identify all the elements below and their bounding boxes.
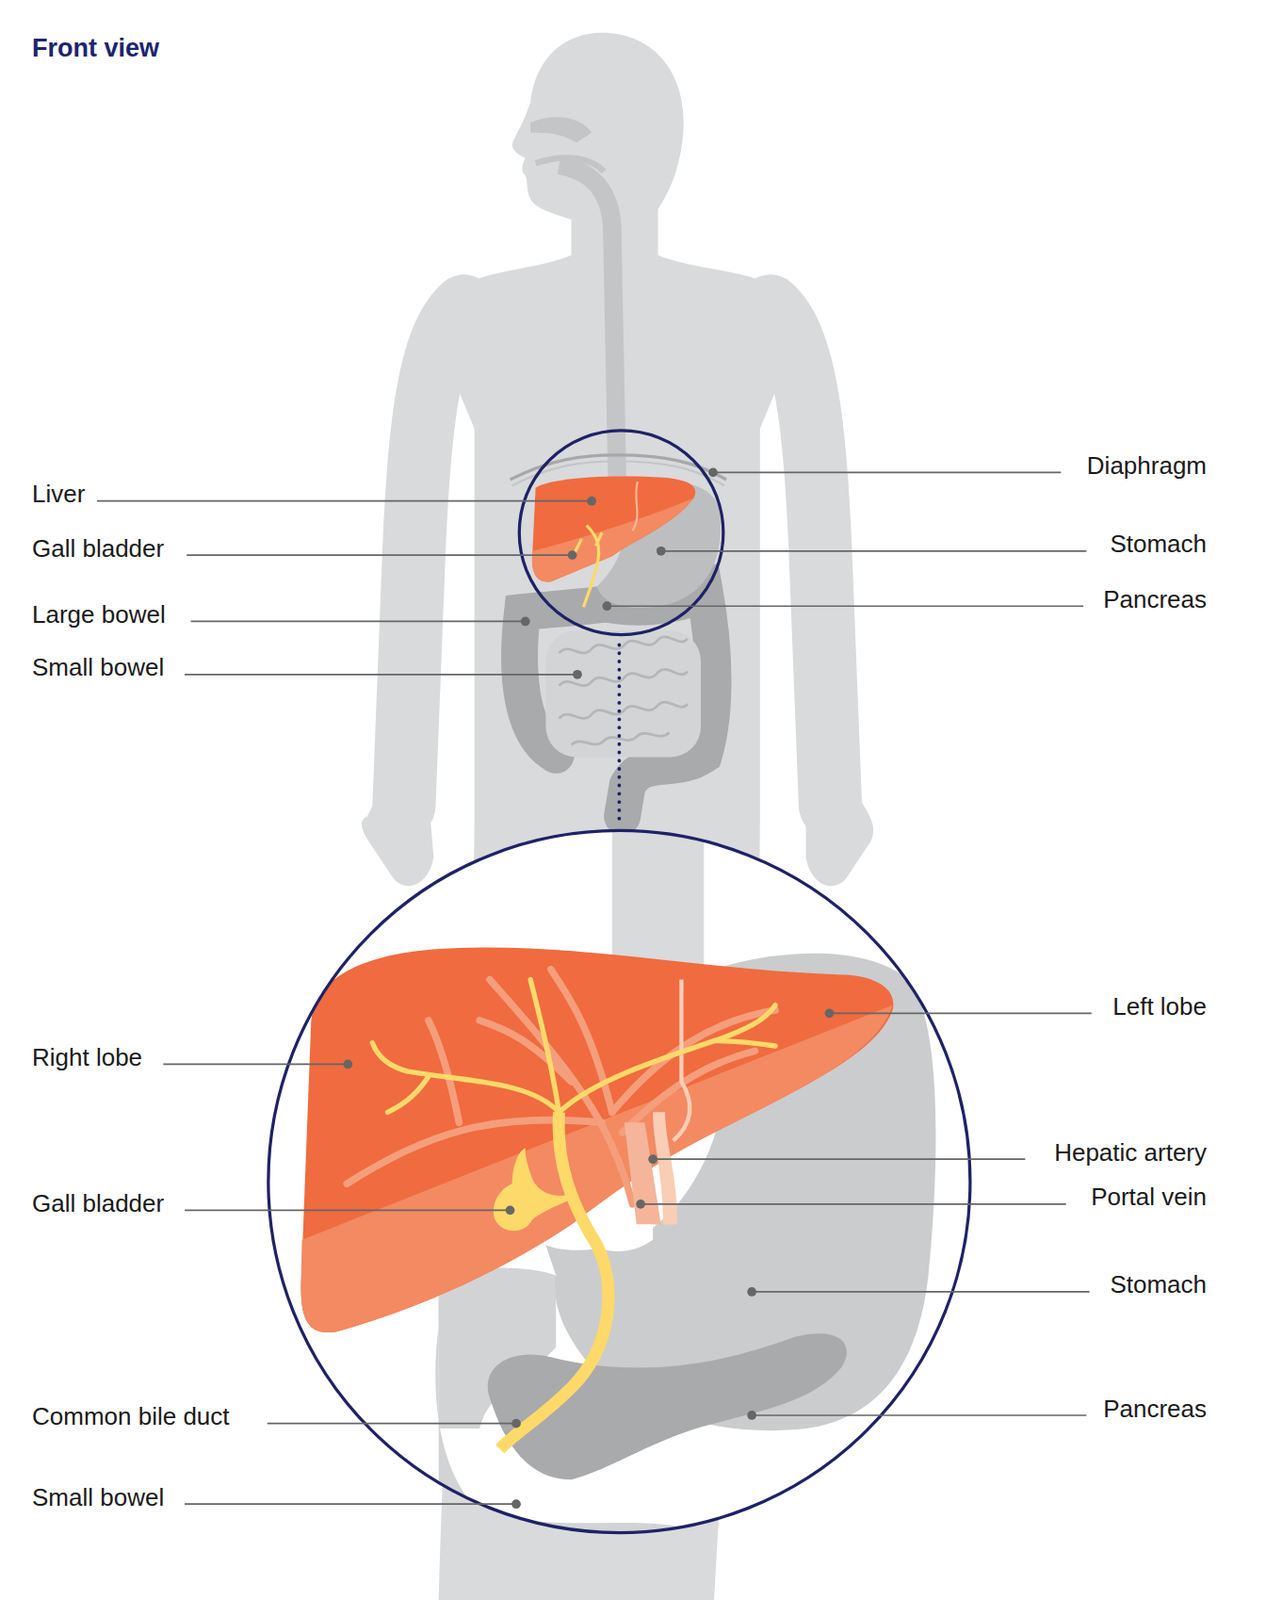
bile-ducts — [372, 979, 776, 1113]
large-bowel — [519, 586, 714, 817]
gall-bladder — [493, 1147, 572, 1231]
part-label: Small bowel — [32, 652, 164, 682]
part-label: Stomach — [1109, 1269, 1207, 1299]
leader-dots — [342, 468, 834, 1510]
leader-line — [640, 1202, 1067, 1205]
leader-dot — [572, 669, 583, 680]
bowel-loops — [558, 636, 687, 746]
leader-line — [184, 673, 578, 676]
part-label: Large bowel — [32, 600, 166, 629]
leader-dot — [746, 1286, 757, 1297]
part-label: Stomach — [1109, 529, 1207, 558]
part-label: Gall bladder — [32, 534, 164, 563]
leader-line — [713, 471, 1061, 474]
leader-line — [751, 1413, 1087, 1416]
right-arm — [770, 306, 831, 807]
leader-dot — [602, 600, 613, 611]
liver-lower — [532, 497, 695, 582]
leader-line — [186, 553, 572, 556]
leader-line — [652, 1157, 1025, 1160]
head — [512, 32, 684, 260]
leader-line — [184, 1208, 510, 1211]
leader-dot — [511, 1498, 521, 1509]
leader-line — [267, 1422, 517, 1425]
leader-line — [191, 620, 526, 623]
leader-line — [162, 1063, 348, 1066]
part-label: Pancreas — [1103, 584, 1207, 614]
ligament — [632, 481, 637, 531]
part-label: Left lobe — [1112, 991, 1207, 1021]
leader-dot — [746, 1410, 757, 1420]
leader-dot — [656, 546, 666, 556]
liver — [301, 947, 894, 1332]
bile-duct — [572, 532, 602, 559]
leader-line — [606, 604, 1084, 607]
zoom-connector — [616, 644, 621, 821]
leader-dot — [520, 616, 531, 627]
hepatic-artery — [673, 979, 691, 1141]
left-arm — [404, 306, 465, 807]
liver — [532, 476, 696, 583]
leader-lines — [97, 471, 1092, 1504]
leader-line — [184, 1502, 517, 1505]
leader-dot — [825, 1007, 835, 1018]
pancreas — [589, 597, 711, 626]
leader-dot — [635, 1199, 646, 1209]
leader-dot — [505, 1204, 516, 1215]
leader-line — [661, 550, 1088, 552]
leader-dot — [708, 468, 718, 478]
part-label: Right lobe — [32, 1042, 143, 1072]
part-label: Pancreas — [1103, 1394, 1207, 1423]
part-label: Gall bladder — [32, 1188, 164, 1218]
leader-dot — [586, 496, 597, 506]
nasal-cavity — [530, 116, 592, 143]
part-label: Liver — [32, 479, 85, 508]
part-label: Small bowel — [32, 1482, 164, 1511]
part-label: Portal vein — [1090, 1182, 1207, 1211]
title: Front view — [32, 32, 160, 64]
leader-dot — [568, 550, 578, 560]
part-label: Common bile duct — [32, 1401, 230, 1430]
hepatic-artery — [652, 1111, 678, 1224]
leader-line — [97, 500, 592, 503]
leader-dot — [342, 1059, 353, 1070]
leader-line — [828, 1011, 1091, 1014]
leader-dot — [511, 1418, 521, 1429]
small-bowel — [545, 630, 701, 757]
part-label: Diaphragm — [1087, 451, 1207, 480]
zoom-circle — [268, 829, 971, 1532]
zoom-circle — [519, 430, 724, 635]
part-label: Hepatic artery — [1054, 1137, 1207, 1167]
leader-dot — [648, 1153, 658, 1164]
enlarged-view — [301, 827, 937, 1600]
bile-duct — [583, 525, 599, 608]
leader-line — [751, 1290, 1089, 1293]
